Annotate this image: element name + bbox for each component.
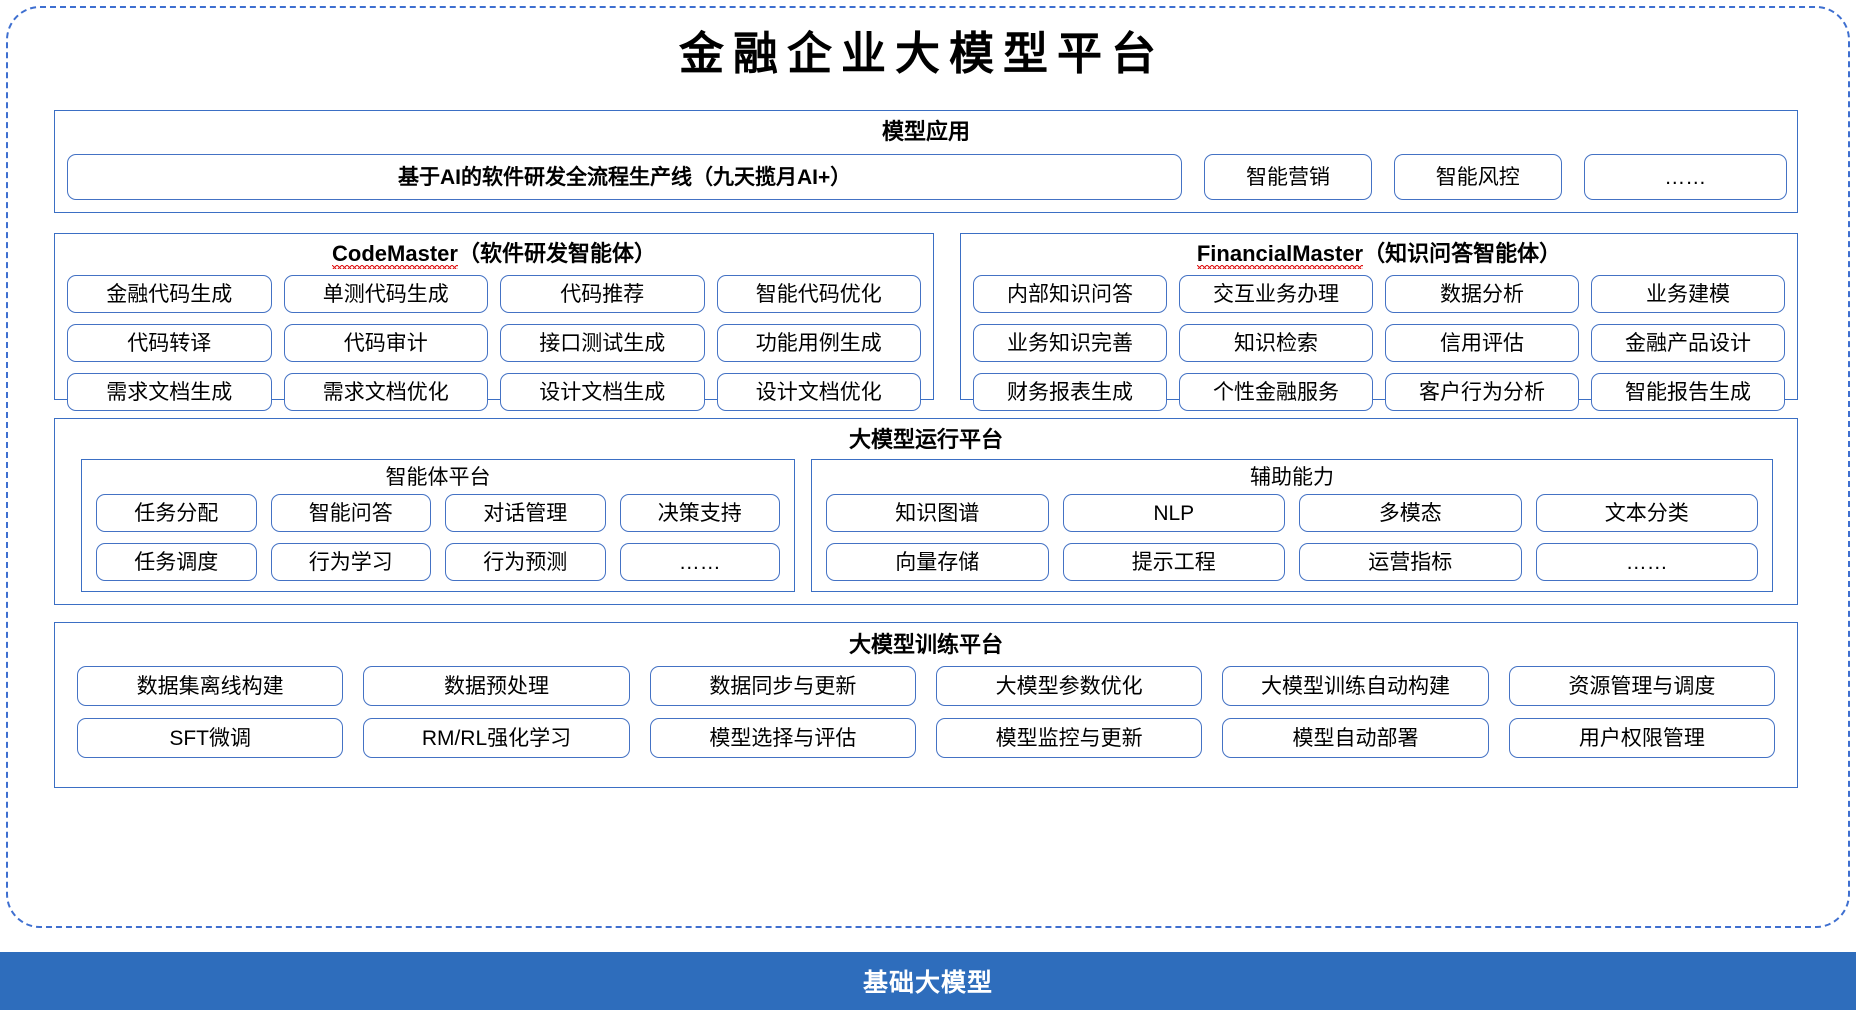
agent-capability-item[interactable]: 代码推荐	[500, 275, 705, 313]
agent-capability-item[interactable]: 智能报告生成	[1591, 373, 1785, 411]
run-platform-item[interactable]: 知识图谱	[826, 494, 1049, 532]
model-application-item[interactable]: 基于AI的软件研发全流程生产线（九天揽月AI+）	[67, 154, 1183, 200]
agent-capability-item[interactable]: 需求文档生成	[67, 373, 272, 411]
run-platform-item[interactable]: 向量存储	[826, 543, 1049, 581]
agent-platform-item-grid: 任务分配智能问答对话管理决策支持任务调度行为学习行为预测 ……	[96, 494, 780, 581]
run-platform-item[interactable]: 文本分类	[1535, 494, 1758, 532]
subsection-title-auxiliary-capability: 辅助能力	[1250, 466, 1334, 489]
codemaster-capability-grid: 金融代码生成单测代码生成代码推荐智能代码优化代码转译代码审计接口测试生成功能用例…	[67, 275, 921, 411]
subsection-title-agent-platform: 智能体平台	[385, 466, 491, 489]
agent-capability-item[interactable]: 功能用例生成	[716, 324, 921, 362]
agent-capability-item[interactable]: 设计文档优化	[716, 373, 921, 411]
section-title-codemaster: CodeMaster（软件研发智能体）	[55, 241, 933, 270]
run-platform-item[interactable]: ……	[619, 543, 780, 581]
agent-capability-item[interactable]: 内部知识问答	[973, 275, 1167, 313]
agent-capability-item[interactable]: 需求文档优化	[283, 373, 488, 411]
section-title-train-platform: 大模型训练平台	[848, 632, 1003, 657]
run-platform-item[interactable]: 多模态	[1299, 494, 1522, 532]
agent-capability-item[interactable]: 单测代码生成	[283, 275, 488, 313]
run-platform-item[interactable]: ……	[1535, 543, 1758, 581]
train-platform-item[interactable]: 数据同步与更新	[649, 666, 916, 706]
run-platform-item[interactable]: 决策支持	[619, 494, 780, 532]
auxiliary-capability-item-grid: 知识图谱 NLP 多模态文本分类向量存储提示工程运营指标 ……	[826, 494, 1758, 581]
agent-capability-item[interactable]: 智能代码优化	[716, 275, 921, 313]
train-platform-item[interactable]: 数据预处理	[363, 666, 630, 706]
train-platform-item[interactable]: 数据集离线构建	[77, 666, 344, 706]
agent-capability-item[interactable]: 数据分析	[1385, 275, 1579, 313]
codemaster-name-en: CodeMaster	[332, 241, 458, 270]
financialmaster-name-en: FinancialMaster	[1196, 241, 1364, 270]
run-platform-item[interactable]: 对话管理	[445, 494, 606, 532]
train-platform-item[interactable]: 模型选择与评估	[649, 718, 916, 758]
section-title-financialmaster: FinancialMaster（知识问答智能体）	[961, 241, 1797, 270]
run-platform-item[interactable]: 任务分配	[96, 494, 257, 532]
train-platform-item[interactable]: 用户权限管理	[1508, 718, 1775, 758]
base-model-label: 基础大模型	[862, 969, 993, 997]
section-train-platform: 大模型训练平台 数据集离线构建数据预处理数据同步与更新大模型参数优化大模型训练自…	[54, 622, 1798, 788]
agent-capability-item[interactable]: 客户行为分析	[1385, 373, 1579, 411]
agent-capability-item[interactable]: 代码转译	[67, 324, 272, 362]
section-title-model-application: 模型应用	[881, 119, 970, 144]
agent-capability-item[interactable]: 交互业务办理	[1179, 275, 1373, 313]
section-run-platform: 大模型运行平台 智能体平台 任务分配智能问答对话管理决策支持任务调度行为学习行为…	[54, 418, 1798, 605]
agent-capability-item[interactable]: 信用评估	[1385, 324, 1579, 362]
agent-capability-item[interactable]: 业务知识完善	[973, 324, 1167, 362]
section-model-application: 模型应用 基于AI的软件研发全流程生产线（九天揽月AI+） 智能营销智能风控 ……	[54, 110, 1798, 213]
model-application-item[interactable]: 智能风控	[1393, 154, 1562, 200]
agent-capability-item[interactable]: 接口测试生成	[500, 324, 705, 362]
agent-capability-item[interactable]: 个性金融服务	[1179, 373, 1373, 411]
train-platform-item-grid: 数据集离线构建数据预处理数据同步与更新大模型参数优化大模型训练自动构建资源管理与…	[77, 666, 1775, 758]
train-platform-item[interactable]: RM/RL强化学习	[363, 718, 630, 758]
run-platform-item[interactable]: 任务调度	[96, 543, 257, 581]
train-platform-item[interactable]: 大模型参数优化	[936, 666, 1203, 706]
run-platform-item[interactable]: 行为学习	[270, 543, 431, 581]
codemaster-name-cn: （软件研发智能体）	[457, 241, 656, 266]
section-title-run-platform: 大模型运行平台	[848, 427, 1003, 452]
financialmaster-name-cn: （知识问答智能体）	[1363, 241, 1562, 266]
model-application-item-row: 基于AI的软件研发全流程生产线（九天揽月AI+） 智能营销智能风控 ……	[67, 154, 1787, 200]
subsection-auxiliary-capability: 辅助能力 知识图谱 NLP 多模态文本分类向量存储提示工程运营指标 ……	[811, 459, 1773, 592]
model-application-item[interactable]: ……	[1583, 154, 1787, 200]
subsection-agent-platform: 智能体平台 任务分配智能问答对话管理决策支持任务调度行为学习行为预测 ……	[81, 459, 795, 592]
run-platform-item[interactable]: 提示工程	[1062, 543, 1285, 581]
train-platform-item[interactable]: SFT微调	[77, 718, 344, 758]
train-platform-item[interactable]: 资源管理与调度	[1508, 666, 1775, 706]
section-agent-codemaster: CodeMaster（软件研发智能体） 金融代码生成单测代码生成代码推荐智能代码…	[54, 233, 934, 411]
page-title: 金融企业大模型平台	[678, 27, 1165, 80]
run-platform-item[interactable]: 行为预测	[445, 543, 606, 581]
model-application-item[interactable]: 智能营销	[1204, 154, 1372, 200]
run-platform-item[interactable]: 智能问答	[270, 494, 431, 532]
run-platform-item[interactable]: NLP	[1062, 494, 1285, 532]
base-model-layer: 基础大模型	[0, 952, 1856, 1010]
train-platform-item[interactable]: 模型自动部署	[1222, 718, 1489, 758]
agent-capability-item[interactable]: 财务报表生成	[973, 373, 1167, 411]
agent-capability-item[interactable]: 代码审计	[283, 324, 488, 362]
train-platform-item[interactable]: 模型监控与更新	[936, 718, 1203, 758]
run-platform-item[interactable]: 运营指标	[1299, 543, 1522, 581]
financialmaster-capability-grid: 内部知识问答交互业务办理数据分析业务建模业务知识完善知识检索信用评估金融产品设计…	[973, 275, 1785, 411]
agent-capability-item[interactable]: 业务建模	[1591, 275, 1785, 313]
agent-capability-item[interactable]: 设计文档生成	[500, 373, 705, 411]
agent-capability-item[interactable]: 金融产品设计	[1591, 324, 1785, 362]
agent-capability-item[interactable]: 金融代码生成	[67, 275, 272, 313]
section-agent-financialmaster: FinancialMaster（知识问答智能体） 内部知识问答交互业务办理数据分…	[960, 233, 1798, 411]
agent-capability-item[interactable]: 知识检索	[1179, 324, 1373, 362]
train-platform-item[interactable]: 大模型训练自动构建	[1222, 666, 1489, 706]
